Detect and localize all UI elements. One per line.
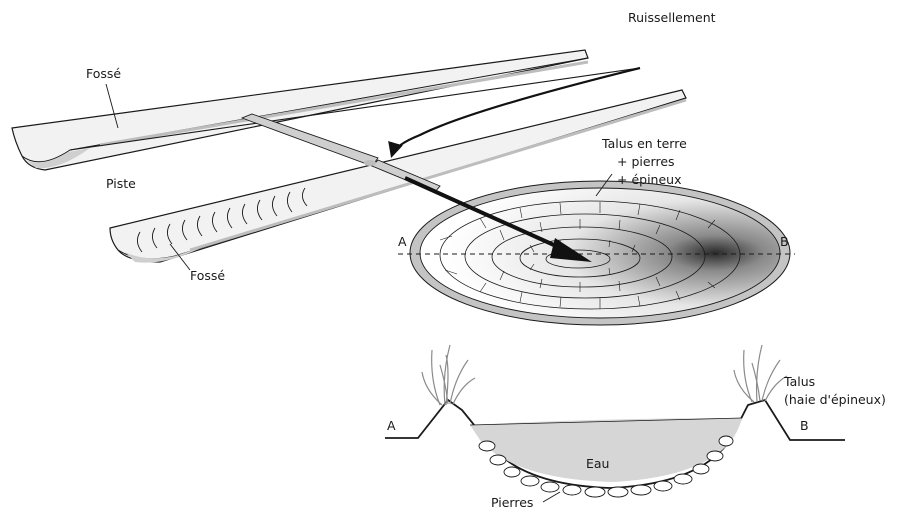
inflow-arrow xyxy=(404,176,592,262)
label-talus-terre-2: + pierres xyxy=(617,154,675,169)
basin-cross-section xyxy=(385,344,845,498)
hedge-left xyxy=(421,344,476,406)
label-plan-a: A xyxy=(398,234,407,249)
label-talus-section-1: Talus xyxy=(783,374,815,389)
label-section-b: B xyxy=(800,418,809,433)
label-ruissellement: Ruissellement xyxy=(628,10,716,25)
label-piste: Piste xyxy=(106,176,136,191)
leader-talus-terre xyxy=(595,173,613,197)
basin-plan xyxy=(398,180,795,326)
label-talus-terre-1: Talus en terre xyxy=(601,136,687,151)
label-fosse-top: Fossé xyxy=(86,66,121,81)
upper-ditch xyxy=(11,49,589,171)
label-talus-terre-3: + épineux xyxy=(617,172,681,187)
hedge-right xyxy=(733,344,788,403)
leader-pierres xyxy=(542,491,561,503)
runoff-arrow xyxy=(388,66,641,158)
leader-fosse-bottom xyxy=(169,243,191,271)
leader-fosse-top xyxy=(105,83,119,129)
label-pierres: Pierres xyxy=(491,495,533,510)
label-talus-section-2: (haie d'épineux) xyxy=(784,392,886,407)
label-section-a: A xyxy=(387,418,396,433)
label-eau: Eau xyxy=(586,456,609,471)
label-plan-b: B xyxy=(780,234,789,249)
label-fosse-bottom: Fossé xyxy=(190,268,225,283)
